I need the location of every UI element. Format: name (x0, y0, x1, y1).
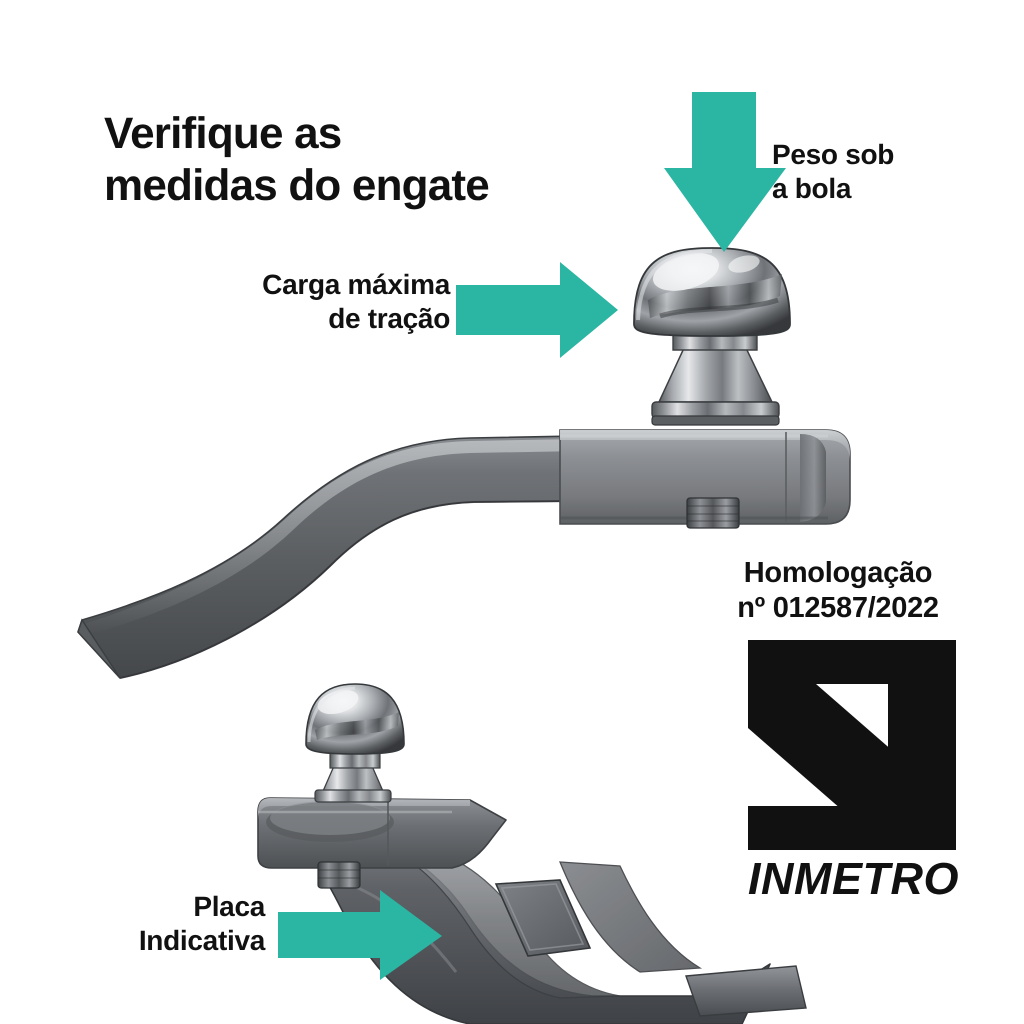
inmetro-wordmark: INMETRO (748, 853, 959, 904)
arrow-down-icon-peso (664, 92, 786, 252)
bolt (686, 497, 740, 529)
ball-base-cone (314, 765, 392, 803)
arrow-right-icon-placa (278, 890, 442, 980)
callout-label-placa-indicativa: Placa Indicativa (138, 891, 265, 957)
tow-ball (305, 683, 405, 755)
arrow-right-icon-carga (456, 262, 618, 358)
tow-bar-with-ball-upper (77, 247, 851, 679)
homologation-number-text: Homologação nº 012587/2022 (737, 557, 939, 624)
tow-ball (633, 247, 791, 337)
indicator-plate-panel (494, 879, 592, 957)
callout-label-peso-sob-a-bola: Peso sob a bola (772, 139, 895, 205)
inmetro-n-logo-icon (748, 640, 956, 850)
tow-bar-with-ball-lower (257, 683, 807, 1024)
bolt (317, 861, 361, 889)
mount-plate (257, 797, 507, 869)
ball-base-cone (651, 347, 780, 426)
page-title: Verifique as medidas do engate (104, 109, 490, 210)
callout-label-carga-maxima: Carga máxima de tração (262, 269, 450, 335)
